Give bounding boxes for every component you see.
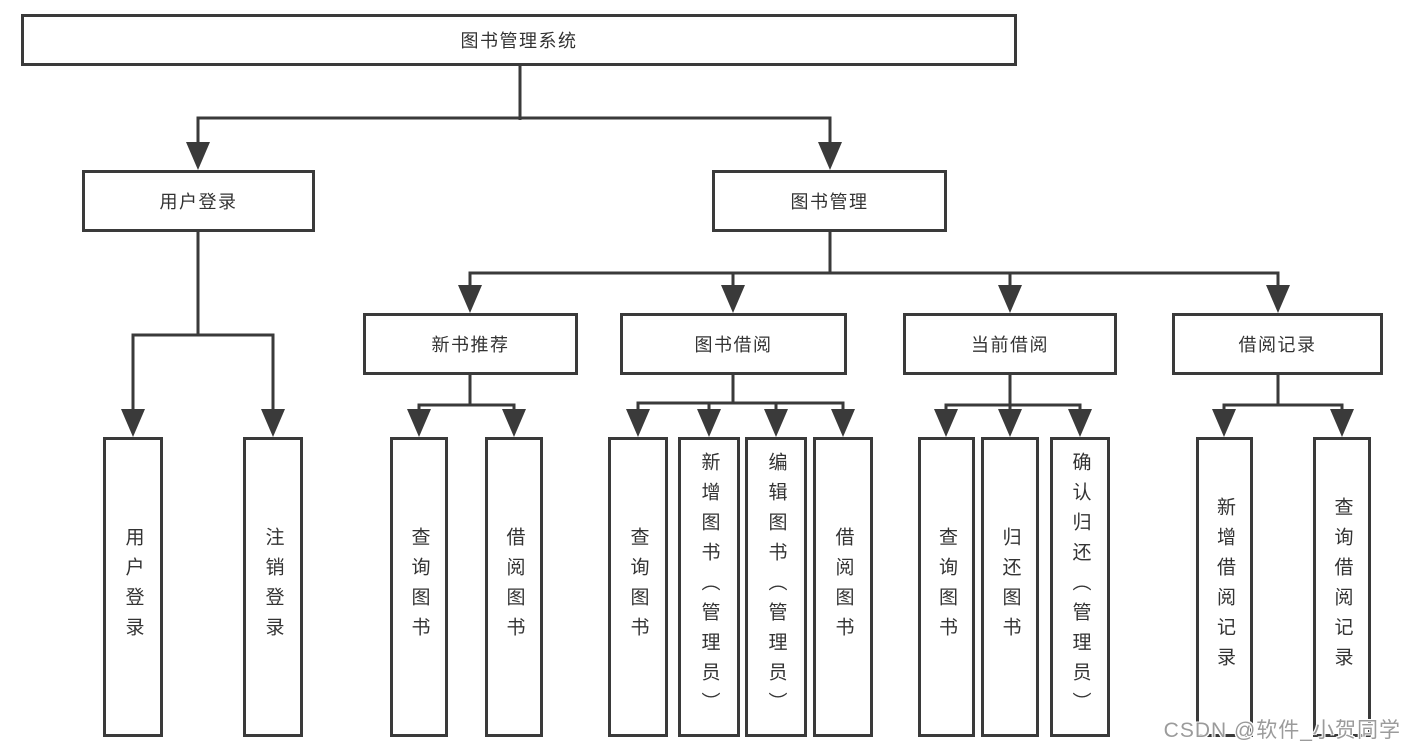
arrowhead xyxy=(721,285,745,313)
node-leaf-recommend-borrow-book: 借阅图书 xyxy=(485,437,543,737)
node-label: 用户登录 xyxy=(122,527,144,647)
node-label: 注销登录 xyxy=(262,527,284,647)
node-leaf-logout: 注销登录 xyxy=(243,437,303,737)
node-label: 归还图书 xyxy=(999,527,1021,647)
connector-book-borrow-to-leaves xyxy=(626,375,855,437)
connector-current-borrow-to-leaves xyxy=(934,375,1092,437)
node-label: 查询图书 xyxy=(936,527,957,647)
node-book-management: 图书管理 xyxy=(712,170,947,232)
node-borrow-records: 借阅记录 xyxy=(1172,313,1383,375)
arrowhead xyxy=(697,409,721,437)
node-label: 借阅图书 xyxy=(832,527,854,647)
arrowhead xyxy=(458,285,482,313)
arrowhead xyxy=(818,142,842,170)
node-label: 查询借阅记录 xyxy=(1331,497,1353,677)
node-label: 编辑图书（管理员） xyxy=(765,452,787,722)
node-label: 借阅图书 xyxy=(503,527,525,647)
arrowhead xyxy=(1212,409,1236,437)
node-label: 借阅记录 xyxy=(1238,335,1317,355)
node-leaf-query-borrow-record: 查询借阅记录 xyxy=(1313,437,1371,737)
csdn-watermark: CSDN @软件_小贺同学 xyxy=(1163,719,1401,742)
node-library-management-system: 图书管理系统 xyxy=(21,14,1017,66)
node-label: 图书管理系统 xyxy=(460,31,578,51)
node-label: 图书管理 xyxy=(790,192,869,212)
node-label: 查询图书 xyxy=(408,527,430,647)
connector-new-book-recommend-to-leaves xyxy=(407,375,526,437)
node-leaf-confirm-return-admin: 确认归还（管理员） xyxy=(1050,437,1110,737)
node-label: 确认归还（管理员） xyxy=(1069,452,1091,722)
node-leaf-current-query-book: 查询图书 xyxy=(918,437,975,737)
node-label: 查询图书 xyxy=(627,527,649,647)
connector-book-management-to-level3 xyxy=(458,232,1290,313)
arrowhead xyxy=(1266,285,1290,313)
node-user-login: 用户登录 xyxy=(82,170,315,232)
arrowhead xyxy=(186,142,210,170)
node-label: 图书借阅 xyxy=(694,335,773,355)
arrowhead xyxy=(1330,409,1354,437)
node-label: 新增借阅记录 xyxy=(1214,497,1235,677)
arrowhead xyxy=(831,409,855,437)
arrowhead xyxy=(998,285,1022,313)
arrowhead xyxy=(261,409,285,437)
connector-borrow-records-to-leaves xyxy=(1212,375,1354,437)
node-current-borrow: 当前借阅 xyxy=(903,313,1117,375)
node-leaf-add-book-admin: 新增图书（管理员） xyxy=(678,437,740,737)
node-label: 当前借阅 xyxy=(971,335,1049,355)
node-leaf-recommend-query-book: 查询图书 xyxy=(390,437,448,737)
arrowhead xyxy=(502,409,526,437)
node-leaf-add-borrow-record: 新增借阅记录 xyxy=(1196,437,1253,737)
arrowhead xyxy=(998,409,1022,437)
connector-user-login-to-leaves xyxy=(121,232,285,437)
node-new-book-recommend: 新书推荐 xyxy=(363,313,578,375)
arrowhead xyxy=(626,409,650,437)
arrowhead xyxy=(121,409,145,437)
node-leaf-return-book: 归还图书 xyxy=(981,437,1039,737)
arrowhead xyxy=(1068,409,1092,437)
node-label: 用户登录 xyxy=(159,192,238,212)
node-label: 新增图书（管理员） xyxy=(698,452,720,722)
node-leaf-borrow-query-book: 查询图书 xyxy=(608,437,668,737)
node-book-borrow: 图书借阅 xyxy=(620,313,847,375)
arrowhead xyxy=(407,409,431,437)
arrowhead xyxy=(764,409,788,437)
node-leaf-user-login: 用户登录 xyxy=(103,437,163,737)
node-leaf-edit-book-admin: 编辑图书（管理员） xyxy=(745,437,807,737)
arrowhead xyxy=(934,409,958,437)
connector-root-to-level2 xyxy=(186,66,842,170)
node-label: 新书推荐 xyxy=(431,335,510,355)
node-leaf-borrow-book: 借阅图书 xyxy=(813,437,873,737)
